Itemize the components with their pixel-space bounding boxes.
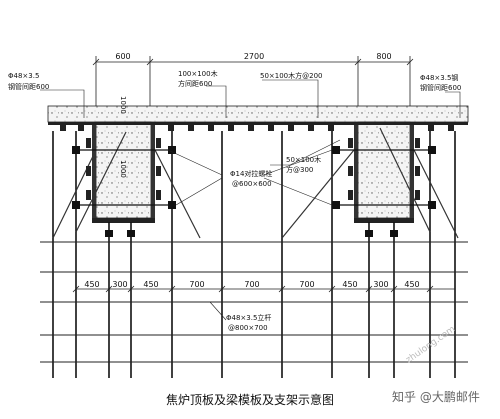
dim-top-1: 2700	[244, 52, 264, 61]
dim-bottom-7: 300	[373, 280, 388, 289]
label-pipe-spec-left: Φ48×3.5	[8, 72, 39, 80]
diagram-caption: 焦炉顶板及梁模板及支架示意图	[165, 393, 334, 407]
watermark: 知乎 @大鹏邮件	[392, 390, 480, 404]
beam-right-side-board-l	[354, 122, 358, 222]
beam-side-studs	[86, 138, 420, 200]
label-timber-3: 50×100木	[286, 155, 321, 164]
timber-joists	[48, 122, 468, 131]
dim-bottom-8: 450	[404, 280, 419, 289]
label-timber-1: 100×100木	[178, 69, 218, 78]
top-dimension-line	[92, 56, 414, 108]
dim-bottom-1: 300	[112, 280, 127, 289]
beam-left-bottom-board	[92, 218, 155, 223]
dim-bottom-3: 700	[189, 280, 204, 289]
label-timber-1-spacing: 方间距600	[178, 79, 212, 88]
dim-bottom-5: 700	[299, 280, 314, 289]
beam-left-side-board-l	[92, 122, 96, 222]
dim-top-2: 800	[376, 52, 391, 61]
horizontal-ledgers	[40, 241, 468, 363]
standing-poles	[52, 131, 456, 378]
dim-bottom-0: 450	[84, 280, 99, 289]
label-bolt-spec: Φ14对拉螺栓	[230, 169, 272, 178]
diagonal-braces	[52, 127, 459, 239]
label-pipe-spec-right: Φ48×3.5钢	[420, 73, 458, 82]
label-timber-3-spacing: 方@300	[286, 165, 313, 174]
label-timber-2: 50×100木方@200	[260, 71, 323, 80]
tie-bolts	[80, 149, 428, 206]
label-pipe-spacing-right: 钢管间距600	[420, 83, 461, 92]
dim-top-0: 600	[115, 52, 130, 61]
label-pipe-spacing-left: 钢管间距600	[8, 82, 49, 91]
beam-right-side-board-r	[410, 122, 414, 222]
beam-right-bottom-board	[354, 218, 414, 223]
beam-left-side-board-r	[151, 122, 155, 222]
leader-lines	[40, 79, 461, 321]
label-pole-spacing: @800×700	[228, 324, 268, 332]
label-bolt-spacing: @600×600	[232, 180, 272, 188]
bottom-dimension-line	[72, 285, 455, 293]
dim-bottom-2: 450	[143, 280, 158, 289]
dim-bottom-6: 450	[342, 280, 357, 289]
label-beam-height-left: 1000	[119, 96, 127, 114]
dim-bottom-4: 700	[244, 280, 259, 289]
concrete-slab	[47, 105, 469, 123]
label-beam-height-mid: 1000	[119, 160, 127, 178]
label-pole-spec: Φ48×3.5立杆	[226, 313, 271, 322]
clamp-nodes	[72, 146, 436, 237]
